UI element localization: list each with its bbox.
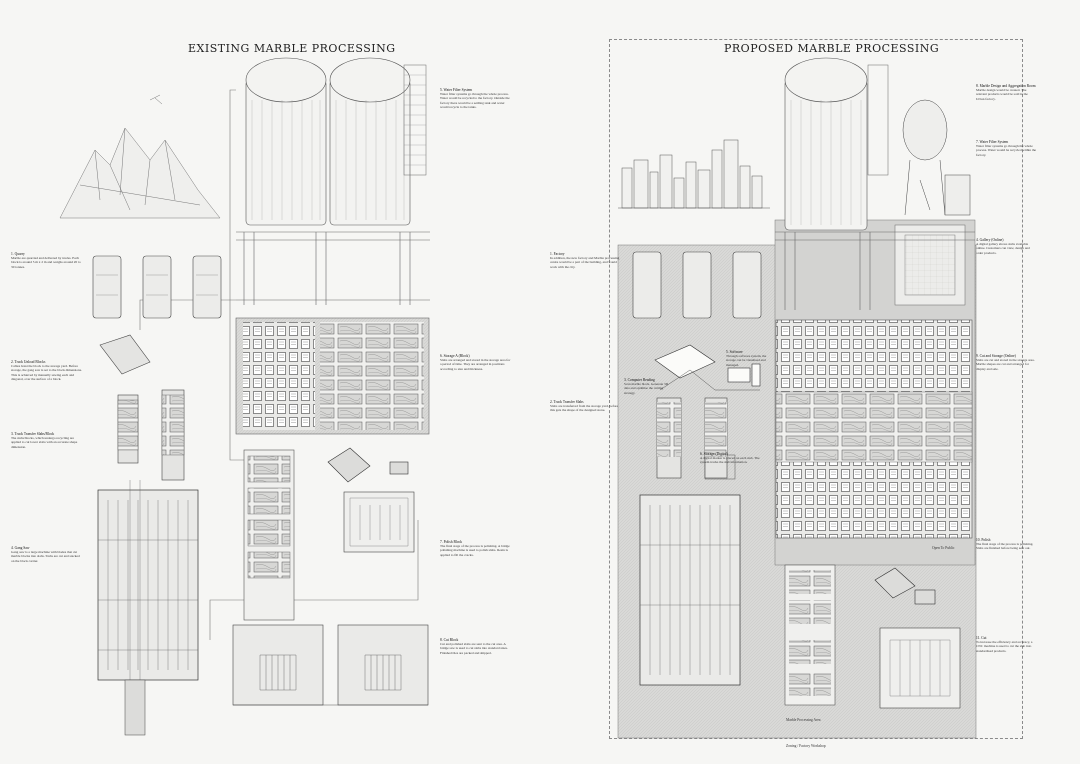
proposed-note-cut-storage: 9. Cut and Storage (Online)Slabs are cut… xyxy=(976,354,1035,371)
existing-title: EXISTING MARBLE PROCESSING xyxy=(188,42,396,55)
bottom-caption: Zoning / Factory Workshop xyxy=(786,744,826,748)
existing-note-storage: 6. Storage A (Block)Slabs are arranged a… xyxy=(440,354,511,371)
open-to-public-label: Open To Public xyxy=(932,546,955,550)
proposed-title: PROPOSED MARBLE PROCESSING xyxy=(724,42,940,55)
proposed-note-gallery: 4. Gallery (Online)A digital gallery sho… xyxy=(976,238,1030,255)
existing-plan xyxy=(59,57,430,736)
proposed-panel-border xyxy=(609,39,1023,739)
proposed-plan xyxy=(617,57,977,739)
proposed-note-storage-digital: 6. Storage (Digital)A digital marker is … xyxy=(700,452,760,465)
processing-area-label: Marble Processing Area xyxy=(786,718,821,722)
